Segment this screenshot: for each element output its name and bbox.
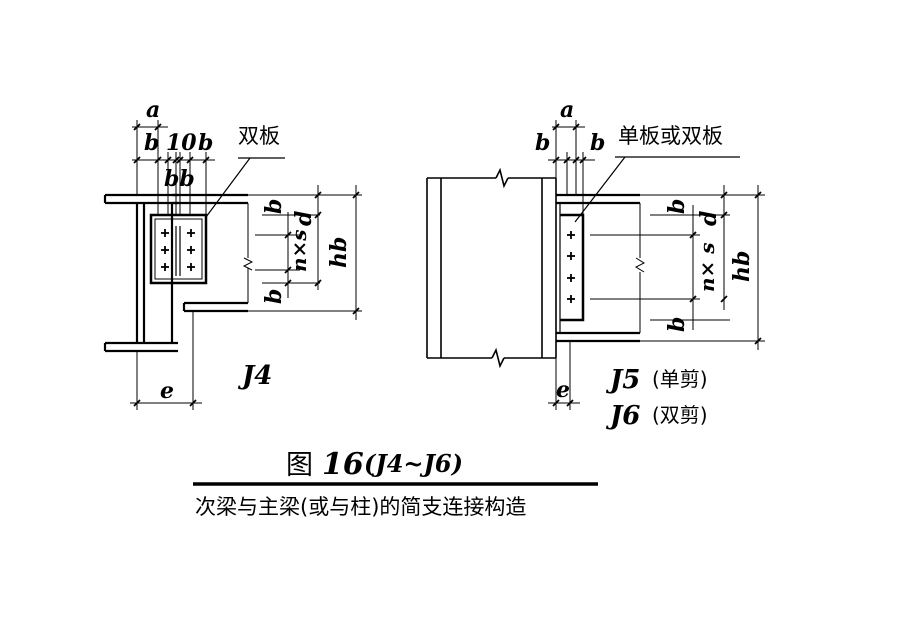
plate-label-right: 单板或双板 xyxy=(618,124,723,148)
double-plate xyxy=(149,213,208,285)
dim-a-left: a xyxy=(146,97,160,123)
dim-d-right: d xyxy=(696,211,722,226)
bolt-marks-left xyxy=(161,229,195,271)
dim-b-bottom-left: b xyxy=(261,289,287,304)
shear-plate xyxy=(559,203,585,333)
dim-a-right: a xyxy=(560,97,574,123)
bottom-dimension-e-right xyxy=(548,341,580,410)
bottom-dimension-e xyxy=(130,311,202,410)
dim-b-right-left: b xyxy=(198,130,213,156)
left-detail-j4: a b 10 b bb 双板 b d n×s hb b e J4 xyxy=(103,97,362,410)
secondary-beam xyxy=(172,193,254,313)
tag-j6: J6 xyxy=(605,401,640,431)
figure-caption: 图 16 (J4~J6) 次梁与主梁(或与柱)的简支连接构造 xyxy=(193,447,598,519)
plate-label-left: 双板 xyxy=(238,124,280,148)
dim-b-left-right: b xyxy=(535,130,550,156)
dim-b-bottom-right: b xyxy=(664,317,690,332)
dim-nxs-left: n×s xyxy=(287,229,311,272)
dim-10-left: 10 xyxy=(166,130,197,156)
caption-number: 16 xyxy=(322,447,364,482)
right-dimension-lines-right xyxy=(590,185,765,350)
caption-range: (J4~J6) xyxy=(364,449,463,478)
top-dimension-lines xyxy=(132,120,215,215)
dim-e-left: e xyxy=(160,378,174,404)
tag-j4: J4 xyxy=(237,361,272,391)
dim-b-left: b xyxy=(144,130,159,156)
dim-hb-left: hb xyxy=(326,237,352,268)
bolt-marks-right xyxy=(567,231,575,303)
dim-bb-left: bb xyxy=(164,166,195,192)
main-beam-section xyxy=(103,193,178,353)
dim-hb-right: hb xyxy=(729,251,755,282)
tag-j6-note: (双剪) xyxy=(652,403,708,427)
dim-e-right: e xyxy=(556,377,570,403)
dim-b-right-right: b xyxy=(590,130,605,156)
dim-b-top-left: b xyxy=(261,199,287,214)
caption-prefix: 图 xyxy=(286,450,313,481)
dim-nxs-right: n× s xyxy=(695,242,719,292)
column-section xyxy=(426,167,557,369)
right-dimension-lines xyxy=(248,185,362,320)
dim-b-top-right: b xyxy=(664,199,690,214)
right-detail-j5-j6: a b b 单板或双板 b d n× s hb b e J5 (单剪) J6 (… xyxy=(426,97,765,431)
top-dimension-lines-right xyxy=(548,120,595,215)
tag-j5: J5 xyxy=(605,365,640,395)
caption-subtitle: 次梁与主梁(或与柱)的简支连接构造 xyxy=(195,495,526,519)
tag-j5-note: (单剪) xyxy=(652,367,708,391)
dim-d-left: d xyxy=(291,211,317,226)
